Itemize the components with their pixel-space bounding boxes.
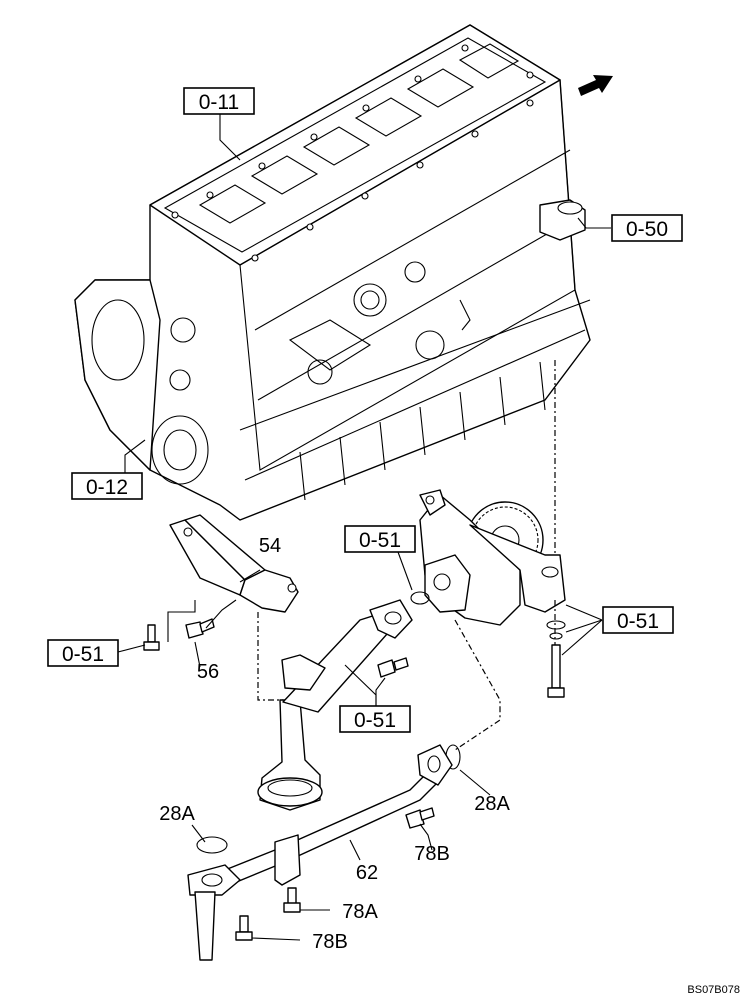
- callout-pipe-bolt: 0-51: [339, 705, 411, 733]
- bracket-54: [169, 514, 299, 613]
- part-number-pipe-bolt: 78B: [414, 843, 450, 865]
- bracket-bolt-056: [185, 618, 215, 639]
- pump-bolt: [546, 620, 566, 698]
- oring-upper-shape: [410, 591, 430, 605]
- part-number-strainer-bolt-b: 78B: [312, 931, 348, 953]
- part-number-bracket-bolt: 56: [197, 661, 219, 683]
- part-number-oring-lower: 28A: [159, 803, 195, 825]
- callout-block-side: 0-12: [71, 472, 143, 500]
- callout-bracket-bolt-label: 0-51: [62, 643, 104, 666]
- oil-strainer: [257, 599, 413, 811]
- part-number-oring-upper: 28A: [474, 793, 510, 815]
- flange-bolts: [171, 44, 534, 262]
- callout-oil-outlet: 0-50: [611, 214, 683, 242]
- engine-block: [74, 24, 591, 521]
- part-number-pipe: 62: [356, 862, 378, 884]
- callout-pipe-bolt-label: 0-51: [354, 709, 396, 732]
- callout-block-top: 0-11: [183, 87, 255, 115]
- oil-pump: [419, 489, 566, 626]
- callout-oil-outlet-label: 0-50: [626, 218, 668, 241]
- callout-oring-ref-label: 0-51: [359, 529, 401, 552]
- part-number-bracket: 54: [259, 535, 281, 557]
- callout-pump-bolt-label: 0-51: [617, 610, 659, 633]
- cylinder-bays: [198, 43, 520, 224]
- callout-pump-bolt: 0-51: [602, 606, 674, 634]
- bracket-bolt-051: [143, 624, 160, 651]
- part-number-strainer-bolt-a: 78A: [342, 901, 378, 923]
- oring-strainer-shape: [196, 836, 228, 854]
- leader-lines: [117, 113, 611, 941]
- callout-block-side-label: 0-12: [86, 476, 128, 499]
- callout-block-top-label: 0-11: [199, 91, 239, 114]
- front-direction-arrow-icon: [578, 75, 613, 96]
- callout-oring-ref: 0-51: [344, 525, 416, 553]
- oil-pipe-62: [187, 744, 453, 961]
- callout-bracket-bolt: 0-51: [47, 639, 119, 667]
- drawing-code: BS07B078: [687, 984, 740, 996]
- dashed-assembly-lines: [257, 360, 556, 751]
